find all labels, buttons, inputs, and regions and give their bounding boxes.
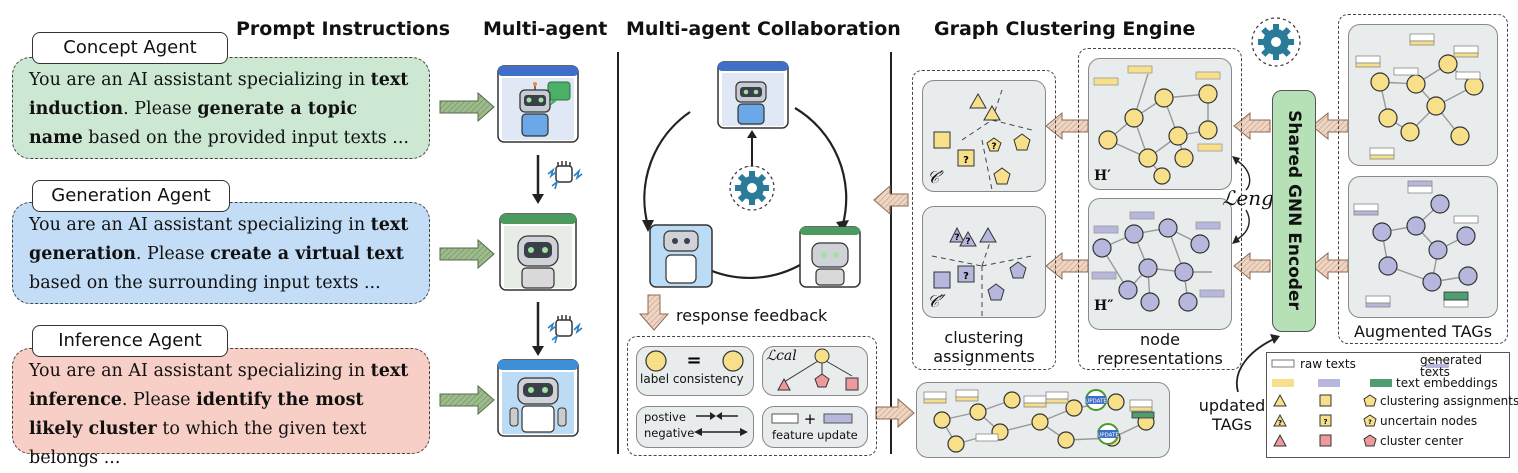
collab-feedback-box: [627, 336, 877, 456]
lightning-fist-icon-1: [547, 161, 583, 190]
robot-icon-inference: [497, 359, 579, 437]
green-arrow-3: [439, 384, 495, 416]
tag-panel-bottom: [1348, 176, 1498, 318]
concept-prompt-box: You are an AI assistant specializing in …: [12, 57, 430, 159]
svg-text:?: ?: [1323, 418, 1327, 426]
arrow-to-collab: [873, 184, 909, 216]
svg-text:?: ?: [965, 237, 970, 247]
svg-text:?: ?: [1278, 419, 1282, 427]
legend-generated-texts: generated texts: [1420, 353, 1482, 379]
legend-raw-texts: raw texts: [1300, 357, 1356, 371]
legend-clustering-assignments: clustering assignments: [1380, 394, 1518, 408]
contrastive-panel: [636, 406, 754, 448]
robot-icon-generation: [499, 213, 577, 291]
header-graph-engine: Graph Clustering Engine: [934, 18, 1196, 40]
green-arrow-2: [439, 238, 495, 270]
gear-icon-center: [729, 165, 775, 211]
inference-agent-tag: Inference Agent: [32, 325, 228, 357]
tag-graph-bottom: [1353, 180, 1479, 308]
node-graph-bottom: [1091, 211, 1225, 312]
h-prime-label: H′: [1094, 168, 1111, 184]
cluster-shapes-top: ? ?: [933, 89, 1033, 191]
updated-tags-arrow: [1235, 337, 1277, 393]
c-prime-label: 𝒞′: [927, 168, 944, 188]
postive-label: postive: [644, 410, 686, 424]
cal-loss-label: ℒcal: [766, 348, 797, 364]
contrastive-arrows: [694, 412, 748, 436]
header-prompt-instructions: Prompt Instructions: [236, 18, 451, 40]
eng-loss-label: ℒeng: [1222, 186, 1274, 210]
arrow-encoder-to-node-top: [1233, 111, 1271, 141]
c-dprime-label: 𝒞″: [927, 292, 946, 312]
robot-icon-concept: [497, 65, 579, 143]
updated-tags-label: updated TAGs: [1198, 396, 1266, 434]
robot-icon-collab-top: [717, 61, 789, 129]
generation-agent-tag: Generation Agent: [32, 180, 230, 212]
robot-icon-collab-right: [799, 226, 861, 288]
gear-icon-engine: [1251, 17, 1301, 67]
feature-update-label: feature update: [772, 428, 858, 442]
cal-shapes: [777, 348, 859, 391]
leng-arc-top: [1235, 159, 1251, 191]
tag-graph-top: [1355, 33, 1484, 160]
clustering-assignments-box: [912, 70, 1056, 370]
arrow-node-to-cluster-top: [1045, 111, 1089, 141]
svg-text:?: ?: [991, 142, 996, 152]
arrow-tag-to-encoder-bottom: [1311, 251, 1349, 281]
svg-text:?: ?: [954, 233, 959, 243]
concept-agent-tag: Concept Agent: [32, 32, 228, 64]
svg-text:?: ?: [963, 271, 969, 282]
update-badge-icon-2: UPDATE: [1097, 423, 1119, 445]
generation-prompt-box: You are an AI assistant specializing in …: [12, 202, 430, 304]
svg-text:UPDATE: UPDATE: [1097, 433, 1119, 439]
h-dprime-label: H″: [1094, 298, 1114, 314]
robot-icon-collab-left: [649, 224, 713, 288]
separator-1: [617, 52, 619, 454]
arrow-tag-to-encoder-top: [1311, 111, 1349, 141]
arrow-to-updated-graph: [875, 397, 915, 429]
legend-box: [1266, 352, 1510, 458]
green-arrow-1: [439, 91, 495, 123]
updated-graph: UPDATE UPDATE: [923, 389, 1155, 453]
lightning-fist-icon-2: [547, 315, 583, 344]
node-representations-label: node representations: [1097, 330, 1223, 368]
legend-cluster-center: cluster center: [1380, 434, 1464, 448]
header-multi-agent: Multi-agent: [483, 18, 608, 40]
arrow-encoder-to-node-bottom: [1233, 251, 1271, 281]
feature-update-shapes: +: [771, 410, 853, 428]
negative-label: negative: [644, 426, 695, 440]
leng-arc-bottom: [1235, 209, 1250, 241]
legend-uncertain-nodes: uncertain nodes: [1380, 414, 1478, 428]
arrow-node-to-cluster-bottom: [1045, 251, 1089, 281]
node-representations-box: [1078, 48, 1242, 370]
augmented-tags-box: [1338, 14, 1508, 344]
augmented-tags-label: Augmented TAGs: [1353, 322, 1493, 341]
svg-text:UPDATE: UPDATE: [1085, 399, 1107, 405]
gnn-encoder-block: [1272, 90, 1316, 332]
svg-text:+: +: [804, 410, 817, 428]
svg-text:?: ?: [963, 155, 969, 166]
clustering-assignments-label: clustering assignments: [933, 328, 1035, 366]
feedback-arrow: [638, 294, 670, 331]
header-collaboration: Multi-agent Collaboration: [626, 18, 901, 40]
svg-text:?: ?: [1368, 419, 1372, 426]
gnn-encoder-label: Shared GNN Encoder: [1284, 110, 1304, 310]
label-consistency-shapes: =: [645, 350, 744, 372]
separator-2: [890, 52, 892, 454]
update-badge-icon: UPDATE: [1085, 389, 1107, 411]
cluster-panel-bottom: [922, 206, 1046, 318]
node-graph-top: [1093, 65, 1223, 185]
label-consistency-text: label consistency: [640, 372, 744, 386]
cluster-shapes-bottom: ? ? ?: [931, 226, 1033, 316]
response-feedback-label: response feedback: [676, 306, 828, 325]
svg-text:=: =: [686, 350, 701, 371]
legend-symbols: ? ? ?: [1271, 359, 1449, 447]
legend-text-embeddings: text embeddings: [1396, 376, 1498, 390]
feature-update-panel: [762, 406, 868, 448]
